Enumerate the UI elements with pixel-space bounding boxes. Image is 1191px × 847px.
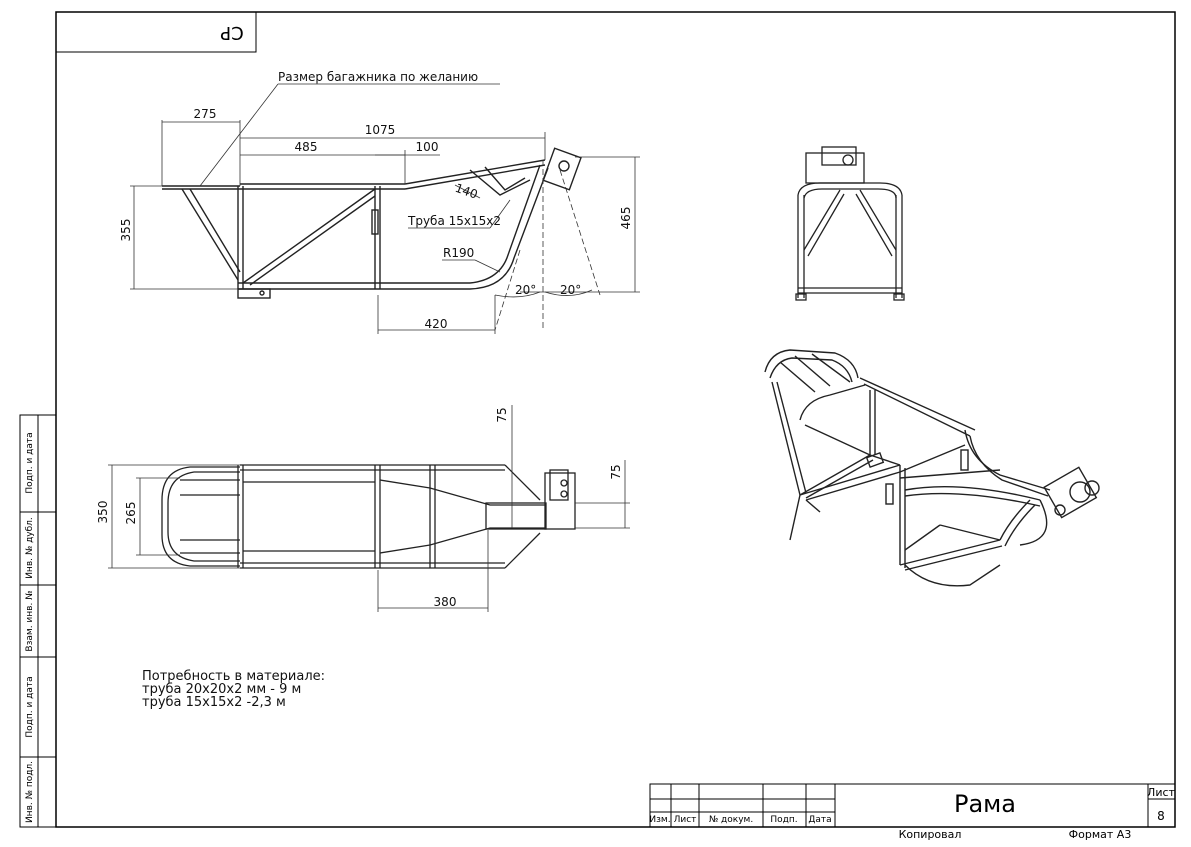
dim-275: 275 bbox=[194, 107, 217, 121]
dim-140: 140 bbox=[453, 181, 479, 202]
isometric-view bbox=[764, 349, 1100, 587]
sheet-number: 8 bbox=[1157, 809, 1165, 823]
dim-350: 350 bbox=[96, 501, 110, 524]
dim-265: 265 bbox=[124, 502, 138, 525]
dim-465: 465 bbox=[619, 207, 633, 230]
dim-355: 355 bbox=[119, 219, 133, 242]
dim-420: 420 bbox=[425, 317, 448, 331]
tb-col-dokum: № докум. bbox=[709, 815, 753, 825]
sheet-code-box: СР bbox=[55, 11, 257, 53]
material-line-2: труба 15х15х2 -2,3 м bbox=[142, 695, 286, 710]
strip-label-podp-data-1: Подп. и дата bbox=[25, 676, 35, 737]
drawing-title: Рама bbox=[954, 790, 1016, 818]
top-view bbox=[161, 464, 576, 569]
dim-100: 100 bbox=[416, 140, 439, 154]
radius-r190: R190 bbox=[443, 246, 474, 260]
sheet-code: СР bbox=[220, 22, 244, 43]
material-note: Потребность в материале: труба 20х20х2 м… bbox=[142, 669, 325, 710]
strip-label-inv-podl: Инв. № подл. bbox=[25, 761, 35, 823]
tube-note: Труба 15х15х2 bbox=[407, 214, 501, 228]
side-view-dimensions bbox=[130, 83, 640, 334]
front-view bbox=[795, 146, 905, 301]
trunk-size-note: Размер багажника по желанию bbox=[278, 70, 478, 84]
dim-380: 380 bbox=[434, 595, 457, 609]
angle-right: 20° bbox=[560, 283, 581, 297]
dim-75-right: 75 bbox=[609, 464, 623, 479]
dim-485: 485 bbox=[295, 140, 318, 154]
top-view-dimensions bbox=[108, 405, 630, 612]
title-block bbox=[649, 783, 1176, 828]
dim-1075: 1075 bbox=[365, 123, 396, 137]
tb-col-list: Лист bbox=[674, 815, 697, 825]
side-view bbox=[162, 147, 582, 299]
strip-label-vzam-inv: Взам. инв. № bbox=[25, 590, 35, 651]
strip-label-inv-dubl: Инв. № дубл. bbox=[25, 517, 35, 579]
strip-label-podp-data-2: Подп. и дата bbox=[25, 432, 35, 493]
material-heading: Потребность в материале: bbox=[142, 669, 325, 684]
side-strip bbox=[19, 414, 57, 828]
tb-col-podp: Подп. bbox=[770, 815, 797, 825]
copied-label: Копировал bbox=[899, 828, 962, 841]
tb-col-izm: Изм. bbox=[649, 815, 670, 825]
dim-75-top: 75 bbox=[495, 407, 509, 422]
format-label: Формат А3 bbox=[1069, 828, 1132, 841]
angle-left: 20° bbox=[515, 283, 536, 297]
tb-col-data: Дата bbox=[808, 815, 831, 825]
sheet-label: Лист bbox=[1147, 786, 1175, 799]
material-line-1: труба 20х20х2 мм - 9 м bbox=[142, 682, 301, 697]
